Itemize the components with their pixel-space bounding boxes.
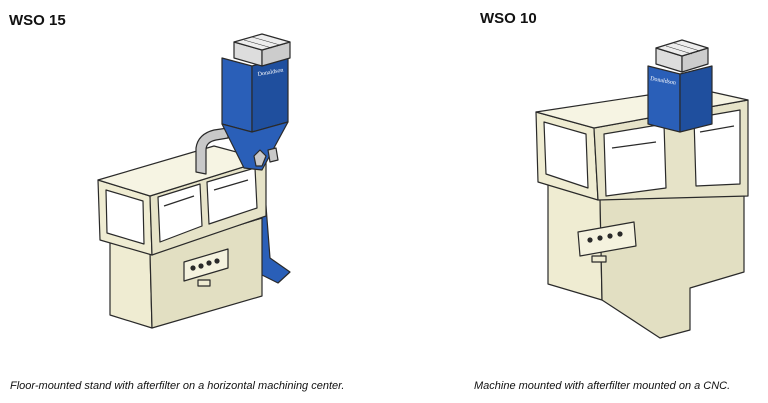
title-wso15: WSO 15 (9, 12, 66, 29)
collector-hopper (221, 121, 289, 171)
brand-text-left: Donaldson (257, 68, 284, 78)
collector-body-side (679, 65, 713, 133)
window-side-1 (603, 123, 667, 197)
wso10-illustration (535, 39, 749, 339)
title-wso10: WSO 10 (480, 10, 537, 27)
window-side-2 (693, 109, 741, 187)
window-side-2 (206, 167, 258, 225)
control-panel (577, 221, 637, 257)
afterfilter-top (655, 39, 709, 57)
wso15-illustration (97, 33, 291, 329)
caption-wso15: Floor-mounted stand with afterfilter on … (10, 380, 345, 392)
intake-duct (195, 127, 229, 175)
collector-body-front (221, 57, 253, 133)
window-side-1 (157, 183, 203, 243)
brand-text-right: Donaldson (650, 76, 677, 86)
control-panel (183, 248, 229, 282)
window-front (105, 189, 145, 245)
window-front (543, 121, 589, 189)
caption-wso10: Machine mounted with afterfilter mounted… (474, 380, 731, 392)
afterfilter-top (233, 33, 291, 51)
